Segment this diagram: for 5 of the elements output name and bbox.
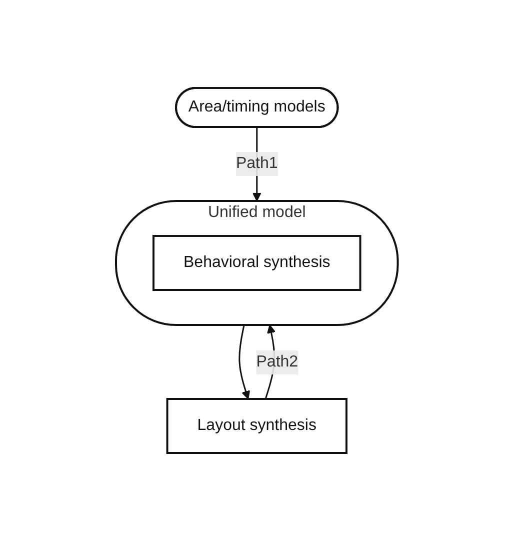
node-box: Behavioral synthesis bbox=[152, 235, 362, 291]
edge-label: Path1 bbox=[236, 155, 278, 172]
arrow bbox=[238, 324, 250, 400]
node-box: Layout synthesis bbox=[166, 398, 348, 454]
edge-label: Path2 bbox=[256, 354, 298, 371]
